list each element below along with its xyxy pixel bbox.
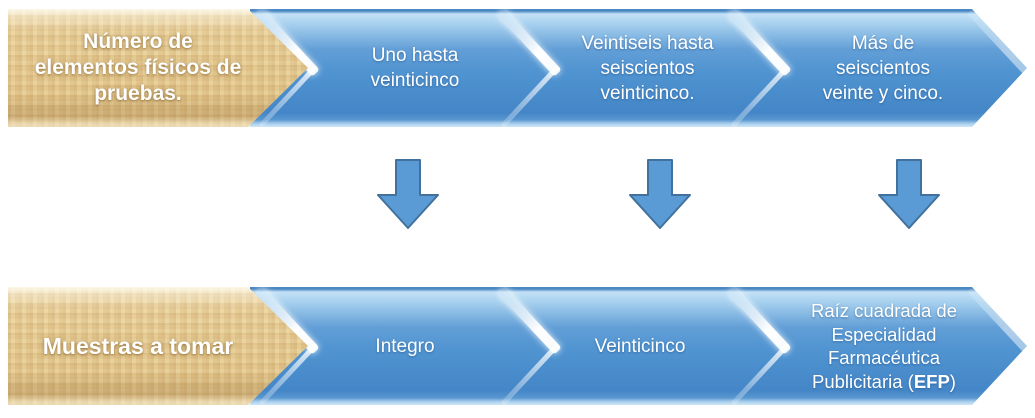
segment-label: Integro <box>305 287 505 405</box>
row-label: Número de elementos físicos de pruebas. <box>12 9 264 127</box>
segment-label: Uno hasta veinticinco <box>315 9 515 127</box>
segment-label-line: Uno hasta <box>371 45 459 66</box>
down-arrow-icon <box>376 159 440 229</box>
segment-label-line: Raíz cuadrada de <box>810 300 958 321</box>
row-label-arrow <box>8 287 308 405</box>
segment-label-line: Especialidad <box>831 323 937 345</box>
segment-label-line: Veintiseis hasta <box>581 32 714 54</box>
segment-label-line: Integro <box>375 335 435 357</box>
segment-label-text: Publicitaria ( <box>812 370 914 392</box>
segment-label-line: seiscientos <box>600 57 695 79</box>
segment-label: Más de seiscientos veinte y cinco. <box>788 9 978 127</box>
segment-label: Veintiseis hasta seiscientos veinticinco… <box>555 9 740 127</box>
top-flow-row: Número de elementos físicos de pruebas. … <box>0 9 1035 128</box>
bottom-flow-row: Muestras a tomar Integro Veinticinco Raí… <box>0 287 1035 406</box>
segment-label-line: Farmacéutica <box>827 347 941 368</box>
row-label: Muestras a tomar <box>12 287 264 405</box>
segment-label-line: Más de <box>851 32 915 54</box>
row-label-line: Número de <box>83 30 193 53</box>
segment-label-line: Veinticinco <box>594 335 686 357</box>
segment-label-line: veinticinco <box>370 70 460 91</box>
segment-label-line: veinte y cinco. <box>822 82 944 104</box>
down-arrow-icon <box>877 159 941 229</box>
segment-label: Raíz cuadrada de Especialidad Farmacéuti… <box>786 287 982 405</box>
segment-label-text-bold: EFP <box>913 370 950 392</box>
segment-label-line: Publicitaria (EFP) <box>786 370 982 394</box>
segment-label-line: seiscientos <box>836 57 930 79</box>
segment-label-line: veinticinco. <box>600 82 695 104</box>
row-label-line: pruebas. <box>94 82 182 105</box>
down-arrow-icon <box>628 159 692 229</box>
row-label-arrow <box>8 9 308 127</box>
row-label-line: Muestras a tomar <box>42 333 234 359</box>
segment-label: Veinticinco <box>545 287 735 405</box>
segment-label-text: ) <box>949 370 956 392</box>
row-label-line: elementos físicos de <box>34 56 242 79</box>
